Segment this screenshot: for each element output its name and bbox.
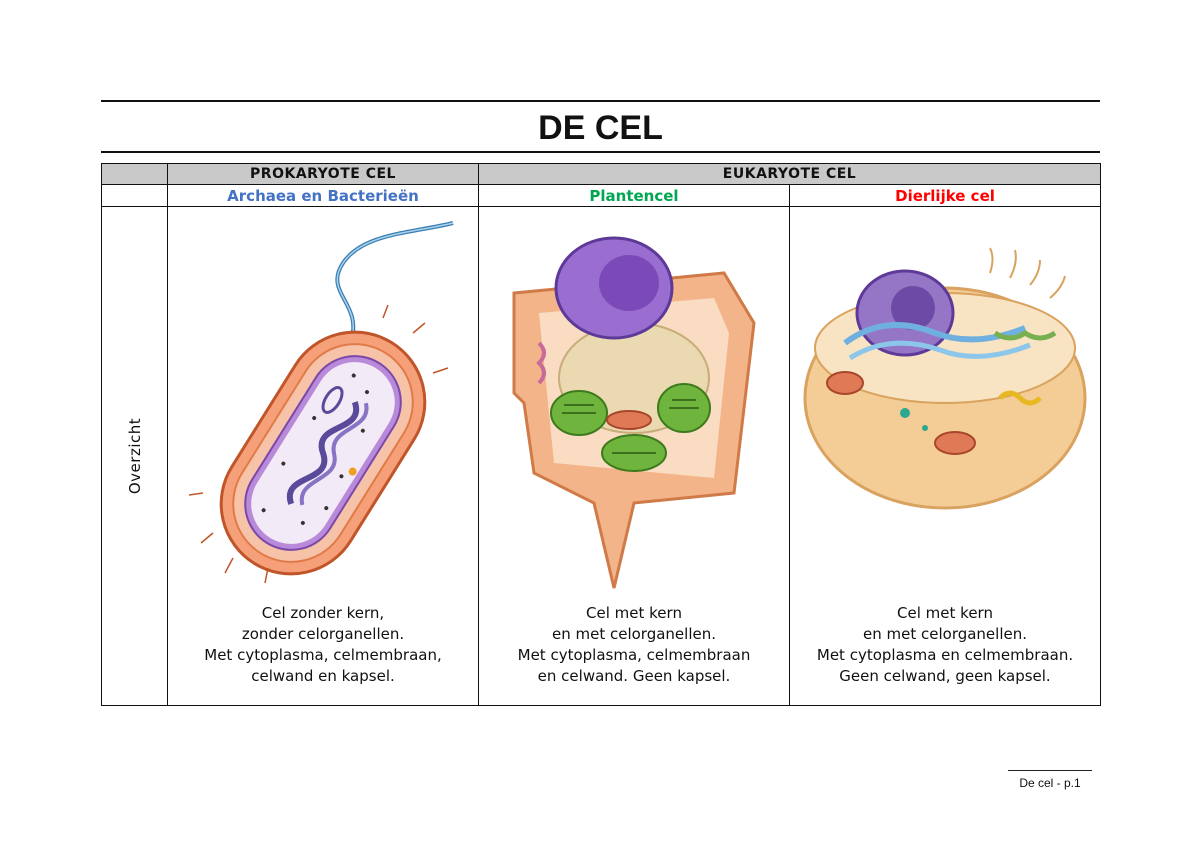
row-label-cell: Overzicht [101, 206, 168, 706]
footer-rule [1008, 770, 1092, 771]
cell-comparison-table: PROKARYOTE CEL EUKARYOTE CEL Archaea en … [101, 163, 1102, 706]
corner-cell [101, 163, 168, 185]
plant-description: Cel met kern en met celorganellen. Met c… [479, 603, 789, 687]
subtitle-animal: Dierlijke cel [788, 184, 1102, 207]
description-line: celwand en kapsel. [251, 667, 395, 685]
page-footer: De cel - p.1 [1019, 776, 1081, 790]
plant-cell: Cel met kern en met celorganellen. Met c… [478, 206, 790, 706]
subtitle-row: Archaea en Bacterieën Plantencel Dierlij… [101, 184, 1102, 207]
subtitle-plant: Plantencel [478, 184, 790, 207]
bacterium-illustration [188, 221, 454, 584]
eukaryote-header: EUKARYOTE CEL [477, 163, 1102, 185]
prokaryote-cell: Cel zonder kern, zonder celorganellen. M… [167, 206, 479, 706]
top-rule [101, 100, 1100, 102]
page-title: DE CEL [538, 109, 663, 147]
row-label: Overzicht [125, 417, 144, 495]
title-rule [101, 151, 1100, 153]
plant-cell-illustration [512, 236, 756, 589]
animal-cell-illustration [803, 247, 1087, 510]
corner-cell-2 [101, 184, 168, 207]
description-line: en met celorganellen. [863, 625, 1028, 643]
animal-description: Cel met kern en met celorganellen. Met c… [790, 603, 1100, 687]
description-line: Geen celwand, geen kapsel. [839, 667, 1051, 685]
prokaryote-header: PROKARYOTE CEL [167, 163, 479, 185]
description-line: en met celorganellen. [551, 625, 716, 643]
prokaryote-description: Cel zonder kern, zonder celorganellen. M… [168, 603, 478, 687]
description-line: Met cytoplasma, celmembraan [517, 646, 751, 664]
description-line: Cel met kern [897, 604, 993, 622]
animal-cell: Cel met kern en met celorganellen. Met c… [788, 206, 1102, 706]
subtitle-prokaryote: Archaea en Bacterieën [167, 184, 479, 207]
description-line: Cel zonder kern, [261, 604, 385, 622]
description-line: Met cytoplasma, celmembraan, [204, 646, 442, 664]
header-row: PROKARYOTE CEL EUKARYOTE CEL [101, 163, 1102, 185]
description-line: Cel met kern [586, 604, 682, 622]
description-line: zonder celorganellen. [241, 625, 405, 643]
overview-row: Overzicht [101, 206, 1102, 706]
description-line: en celwand. Geen kapsel. [537, 667, 731, 685]
description-line: Met cytoplasma en celmembraan. [816, 646, 1074, 664]
